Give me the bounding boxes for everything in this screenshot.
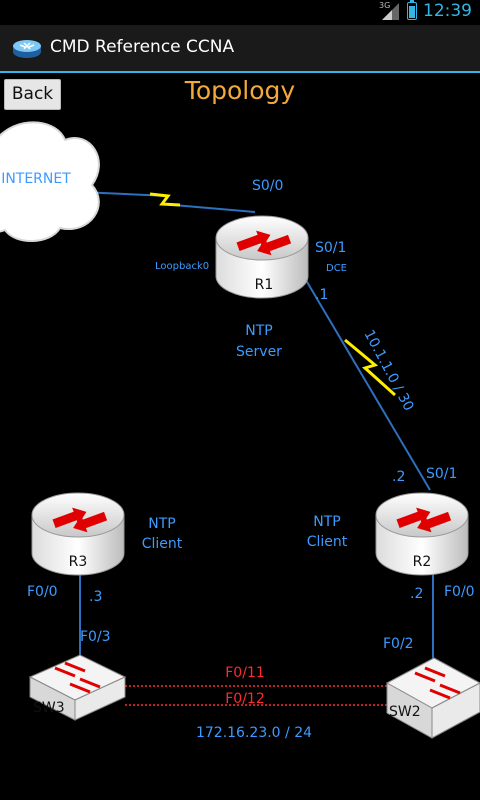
app-title: CMD Reference CCNA <box>50 37 235 57</box>
switch-sw3-label: SW3 <box>33 700 65 716</box>
page-title: Topology <box>184 76 296 105</box>
link-internet-r1 <box>79 191 256 213</box>
status-icons: 3G 12:39 <box>379 0 472 21</box>
r1-role-line2: Server <box>236 344 282 360</box>
r1-s01-label: S0/1 <box>315 240 346 256</box>
r1-loopback-label: Loopback0 <box>155 261 209 272</box>
r3-role-line2: Client <box>142 536 183 552</box>
trunk2-label: F0/12 <box>225 691 265 707</box>
battery-icon <box>407 0 417 20</box>
r3-f00-label: F0/0 <box>27 584 58 600</box>
network-type: 3G <box>379 1 391 10</box>
action-bar: CMD Reference CCNA <box>0 25 480 73</box>
trunk1-label: F0/11 <box>225 665 265 681</box>
sw2-f02-label: F0/2 <box>383 636 414 652</box>
switch-sw3 <box>28 654 127 721</box>
r1-role-line1: NTP <box>245 323 272 339</box>
status-bar: 3G 12:39 <box>0 0 480 25</box>
router-app-icon <box>13 40 41 58</box>
lan-network-label: 172.16.23.0 / 24 <box>196 725 312 741</box>
router-r3-label: R3 <box>69 554 88 570</box>
switch-sw2 <box>385 657 480 739</box>
r2-lan-addr: .2 <box>410 586 423 602</box>
sw3-f03-label: F0/3 <box>80 629 111 645</box>
r2-f00-label: F0/0 <box>444 584 475 600</box>
r2-serial-addr: .2 <box>392 469 405 485</box>
r2-role-line1: NTP <box>313 514 340 530</box>
internet-label: INTERNET <box>1 171 71 187</box>
router-r2-label: R2 <box>413 554 432 570</box>
r3-role-line1: NTP <box>148 516 175 532</box>
signal-icon: 3G <box>379 1 401 21</box>
clock: 12:39 <box>423 1 472 21</box>
router-r1 <box>215 215 309 299</box>
link-r1-r2 <box>299 269 431 491</box>
back-button[interactable]: Back <box>4 79 61 110</box>
router-r1-label: R1 <box>255 277 274 293</box>
r1-addr-label: .1 <box>315 287 328 303</box>
r1-s00-label: S0/0 <box>252 178 283 194</box>
r2-role-line2: Client <box>307 534 348 550</box>
router-r3 <box>31 492 125 576</box>
switch-sw2-label: SW2 <box>389 704 421 720</box>
r2-s01-label: S0/1 <box>426 466 457 482</box>
r1-dce-label: DCE <box>326 263 347 274</box>
router-r2 <box>375 492 469 576</box>
r3-lan-addr: .3 <box>89 589 102 605</box>
action-bar-divider <box>0 71 480 73</box>
topology-diagram: INTERNET R1 R3 R2 SW3 SW2 S0/0 S0/1 Loop… <box>0 121 480 741</box>
internet-cloud: INTERNET <box>0 121 100 242</box>
